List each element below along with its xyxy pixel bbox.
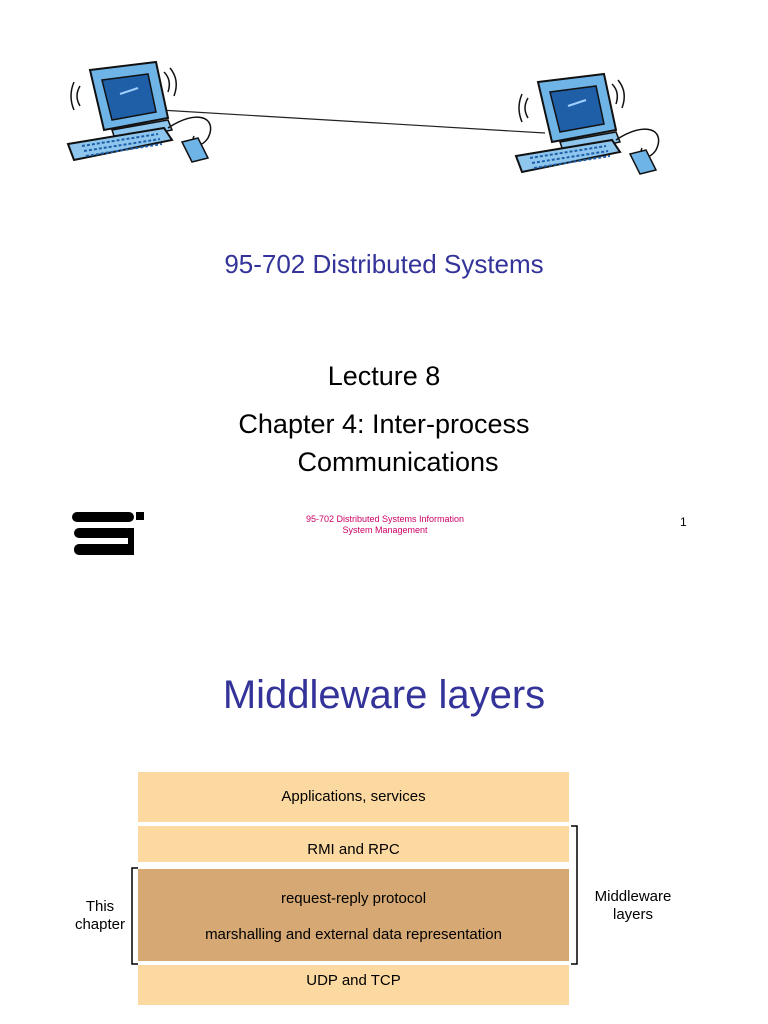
computer-icon: [66, 60, 212, 163]
slide-2: Middleware layers Applications, services…: [0, 600, 768, 1024]
chapter-title-line-1: Chapter 4: Inter-process: [238, 409, 530, 439]
network-cable: [159, 109, 546, 134]
footer-line-2: System Management: [342, 525, 428, 535]
footer-text: 95-702 Distributed Systems Information S…: [270, 514, 500, 536]
computer-icon: [514, 72, 660, 175]
networked-computers-illustration: [66, 60, 660, 175]
this-chapter-line-2: chapter: [74, 916, 126, 933]
page-number: 1: [680, 515, 687, 529]
footer-line-1: 95-702 Distributed Systems Information: [305, 514, 465, 524]
middleware-bracket: [571, 825, 578, 965]
logo-icon: [72, 512, 144, 555]
middleware-line-1: Middleware: [594, 888, 672, 905]
middleware-line-2: layers: [612, 906, 653, 923]
layer-request-reply-label: request-reply protocol: [280, 890, 427, 907]
layer-request-reply: request-reply protocol marshalling and e…: [138, 869, 569, 961]
lecture-number: Lecture 8: [327, 361, 441, 391]
chapter-title-line-2: Communications: [297, 447, 499, 477]
slide-1: 95-702 Distributed Systems Lecture 8 Cha…: [0, 60, 768, 555]
layer-udp-tcp: UDP and TCP: [138, 965, 569, 1005]
slide-title: Middleware layers: [222, 673, 546, 717]
this-chapter-line-1: This: [85, 898, 115, 915]
chapter-title: Chapter 4: Inter-process Communications: [0, 405, 768, 481]
course-title: 95-702 Distributed Systems: [224, 249, 544, 279]
middleware-layers-label: Middleware layers: [588, 888, 678, 924]
layer-applications: Applications, services: [138, 772, 569, 822]
layer-marshalling-label: marshalling and external data representa…: [205, 926, 502, 943]
this-chapter-label: This chapter: [68, 898, 132, 934]
layer-rmi-rpc: RMI and RPC: [138, 826, 569, 862]
